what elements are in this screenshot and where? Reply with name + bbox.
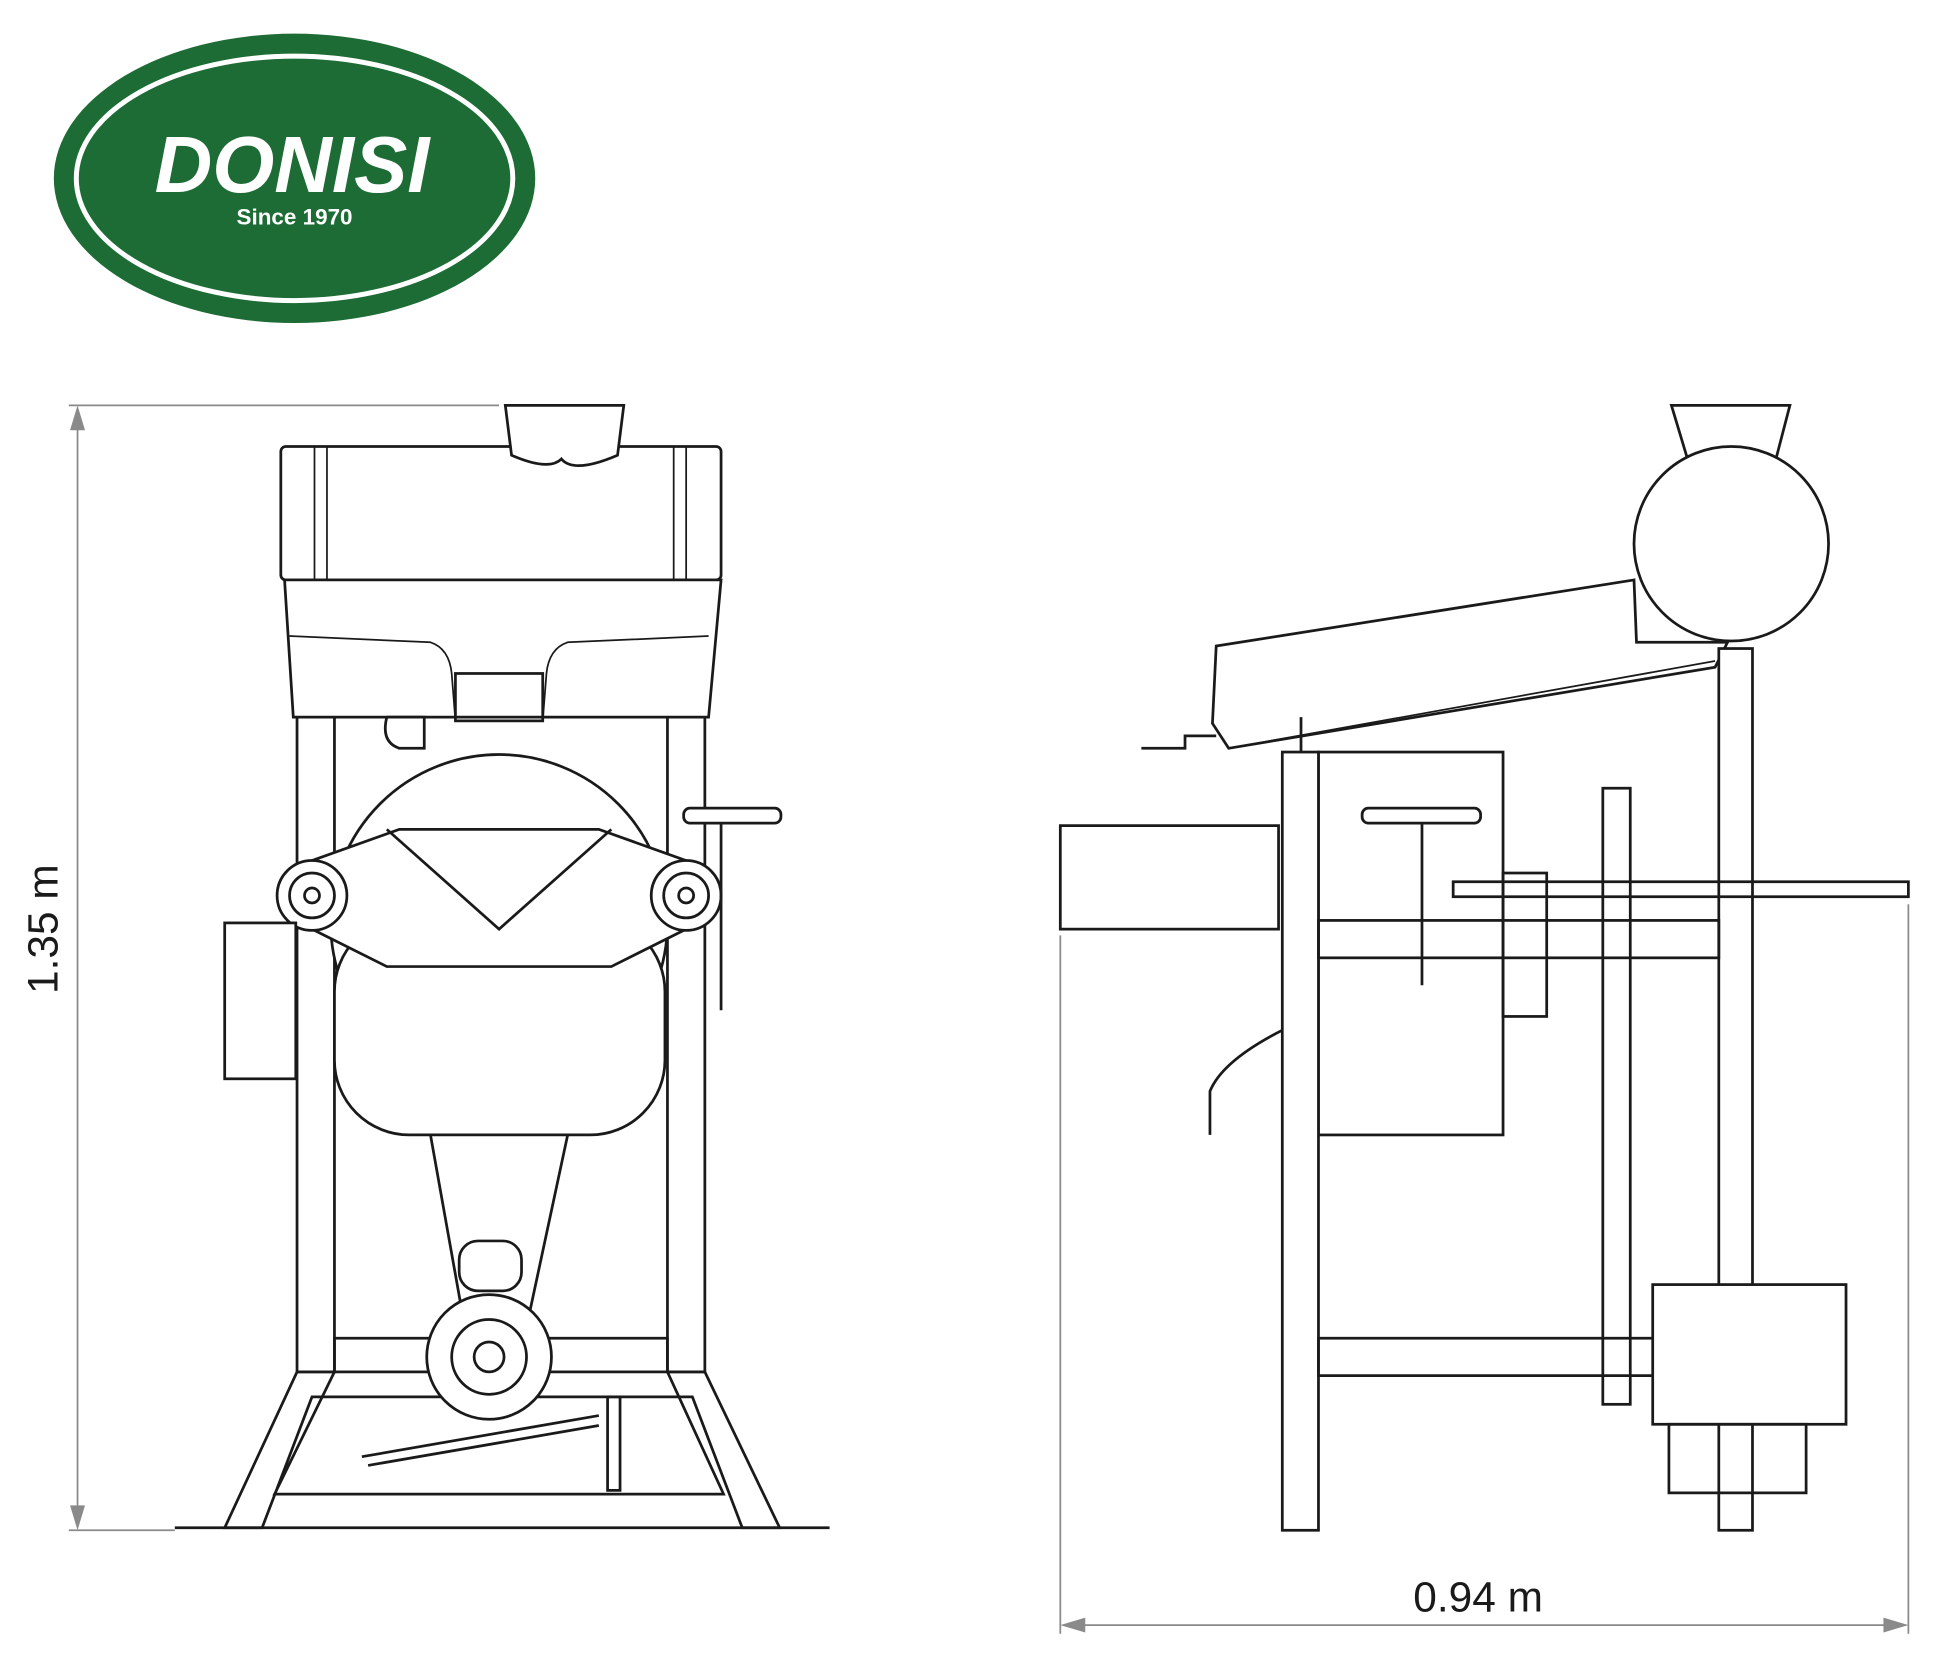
- logo-brand: DONISI: [155, 120, 432, 209]
- width-dimension: 0.94 m: [1059, 904, 1910, 1634]
- height-label: 1.35 m: [20, 864, 67, 994]
- front-view: [174, 403, 830, 1530]
- logo-tagline: Since 1970: [237, 204, 353, 229]
- pulley-right: [649, 859, 723, 932]
- width-label: 0.94 m: [1413, 1573, 1543, 1620]
- pulley-left: [275, 859, 349, 932]
- height-dimension: 1.35 m: [20, 404, 500, 1532]
- donisi-logo: DONISI Since 1970: [53, 33, 536, 324]
- side-view: [1058, 403, 1910, 1532]
